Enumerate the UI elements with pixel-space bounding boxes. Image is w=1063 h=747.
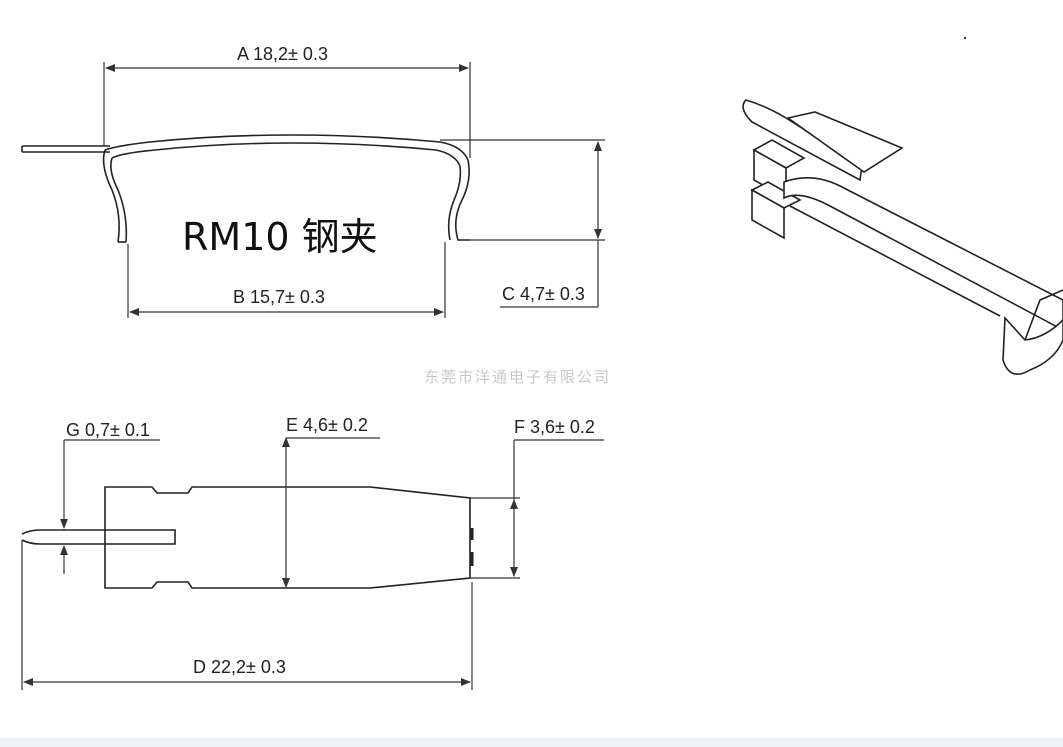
dim-a-label: A 18,2± 0.3 — [237, 44, 328, 64]
front-view: A 18,2± 0.3 B 15,7± 0.3 C 4,7± 0.3 RM10 … — [21, 44, 605, 318]
company-watermark: 东莞市洋通电子有限公司 — [424, 368, 611, 386]
dim-d-label: D 22,2± 0.3 — [193, 657, 286, 677]
bottom-band — [0, 738, 1063, 747]
dim-g-label: G 0,7± 0.1 — [66, 420, 150, 440]
dim-b-label: B 15,7± 0.3 — [233, 287, 325, 307]
drawing-title: RM10 钢夹 — [182, 215, 378, 259]
dim-e-label: E 4,6± 0.2 — [286, 415, 368, 435]
dim-f-label: F 3,6± 0.2 — [514, 417, 595, 437]
dim-c-label: C 4,7± 0.3 — [502, 284, 585, 304]
side-view: G 0,7± 0.1 E 4,6± 0.2 F 3,6± 0.2 D 22,2±… — [21, 415, 604, 690]
isometric-view — [742, 36, 1063, 376]
